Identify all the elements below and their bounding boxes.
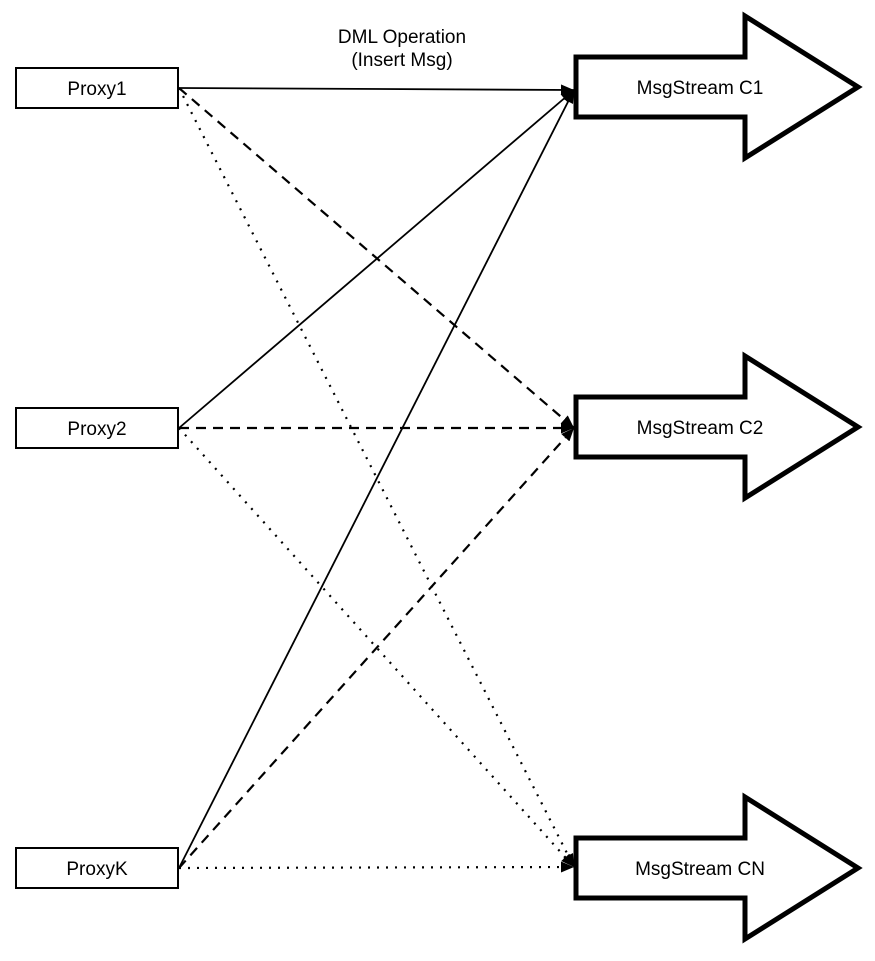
- msgstream-c1-arrow-shape: [573, 11, 863, 163]
- proxy1-label: Proxy1: [67, 79, 126, 100]
- edge-proxy1-c2: [178, 87, 575, 429]
- edge-proxyk-c2: [178, 427, 575, 869]
- msgstream-c2-label: MsgStream C2: [637, 418, 764, 439]
- edge-proxy1-cn: [178, 87, 575, 868]
- annotation-line2: (Insert Msg): [351, 50, 452, 71]
- msgstream-c2-arrow-shape: [573, 351, 863, 503]
- edge-proxyk-c1: [178, 89, 575, 869]
- node-msgstream-c1: MsgStream C1: [573, 11, 863, 163]
- edges-layer: [178, 84, 575, 873]
- proxy1-box: [15, 67, 179, 109]
- edge-proxyk-cn: [178, 861, 575, 873]
- proxyk-label: ProxyK: [66, 859, 128, 880]
- node-proxyk: ProxyK: [15, 847, 179, 889]
- proxy2-label: Proxy2: [67, 419, 126, 440]
- node-msgstream-c2: MsgStream C2: [573, 351, 863, 503]
- msgstream-cn-arrow-shape: [573, 792, 863, 944]
- node-proxy1: Proxy1: [15, 67, 179, 109]
- annotation-line1: DML Operation: [338, 27, 466, 48]
- msgstream-c1-label: MsgStream C1: [637, 78, 764, 99]
- edge-proxy1-c1: [178, 84, 575, 96]
- msgstream-cn-label: MsgStream CN: [635, 859, 765, 880]
- node-msgstream-cn: MsgStream CN: [573, 792, 863, 944]
- proxyk-box: [15, 847, 179, 889]
- proxy2-box: [15, 407, 179, 449]
- node-proxy2: Proxy2: [15, 407, 179, 449]
